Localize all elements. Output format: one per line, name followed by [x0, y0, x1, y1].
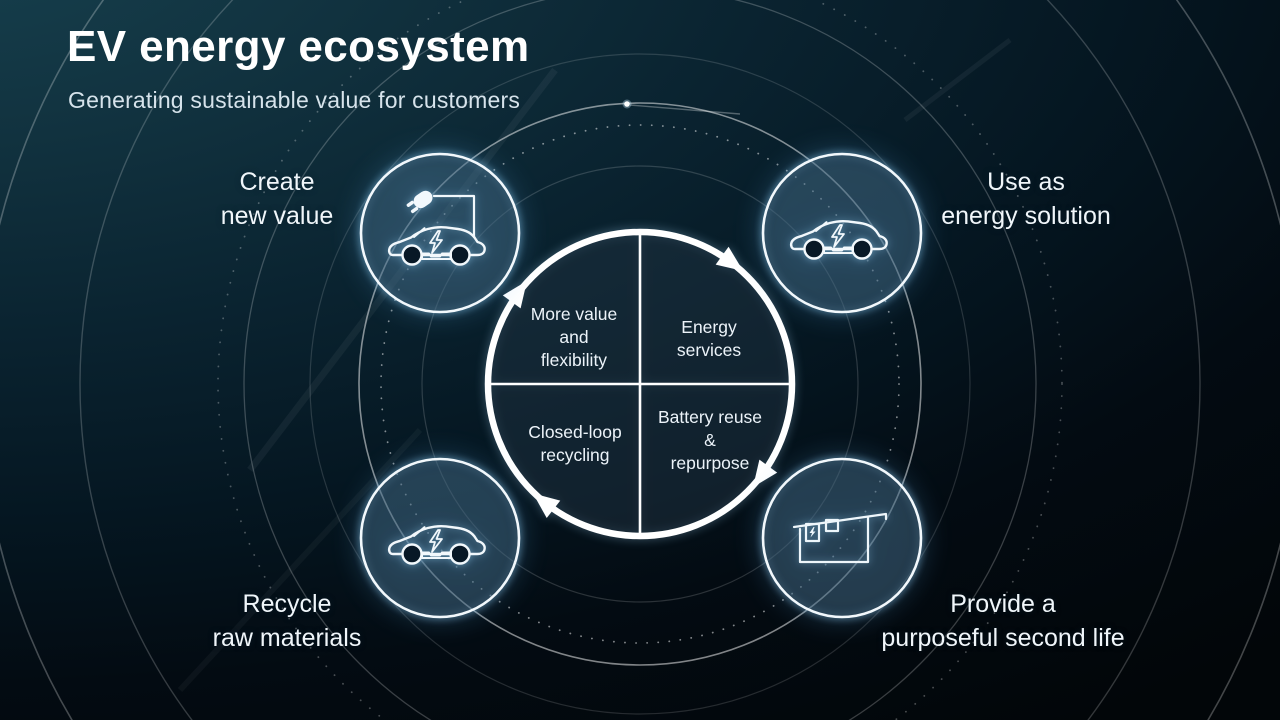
label-line: Battery reuse [657, 407, 763, 427]
cycle-quadrant-label-battery-reuse-repurpose: Battery reuse & repurpose [627, 406, 793, 474]
cycle-arrow [502, 280, 527, 309]
cycle-arrows [502, 246, 778, 519]
cycle-quadrant-label-energy-services: Energy services [629, 316, 789, 362]
page-title: EV energy ecosystem [67, 22, 530, 71]
outer-label-purposeful-second-life: Provide a purposeful second life [833, 588, 1173, 655]
charging-plug-glyph [406, 190, 433, 214]
outer-label-create-new-value: Create new value [157, 166, 397, 233]
label-line: new value [220, 201, 334, 230]
outer-label-use-as-energy-solution: Use as energy solution [866, 166, 1186, 233]
label-line: Use as [987, 168, 1065, 196]
cycle-arrow [753, 459, 778, 488]
label-line: More value [530, 304, 618, 324]
page-subtitle: Generating sustainable value for custome… [68, 87, 521, 113]
cycle-arrow [533, 493, 561, 519]
label-line: Create [239, 168, 315, 196]
home-battery-storage-icon [761, 457, 923, 619]
label-line: services [676, 339, 742, 360]
label-line: Energy [681, 317, 737, 337]
label-line: and [559, 326, 589, 347]
ev-car-battery-icon [359, 457, 521, 619]
battery-bolt-glyph [809, 527, 816, 538]
ev-car-battery-icon [761, 152, 923, 314]
label-line: Provide a [950, 590, 1056, 618]
label-line: recycling [540, 444, 610, 465]
outer-label-recycle-raw-materials: Recycle raw materials [147, 588, 427, 655]
comet-dot [624, 101, 630, 107]
label-line: flexibility [540, 349, 608, 370]
label-line: purposeful second life [881, 623, 1125, 652]
cycle-quadrant-label-closed-loop-recycling: Closed-loop recycling [489, 421, 661, 467]
cycle-quadrant-label-more-value-flexibility: More value and flexibility [489, 303, 659, 371]
label-line: raw materials [212, 623, 362, 652]
ev-car-charging-plug-icon [359, 152, 521, 314]
cycle-ring [484, 228, 796, 540]
label-line: repurpose [670, 452, 750, 473]
label-line: energy solution [941, 201, 1111, 230]
comet-tail [629, 104, 741, 115]
label-line: Closed-loop [528, 422, 622, 442]
label-line: Recycle [242, 590, 332, 618]
cycle-arrow [715, 246, 744, 271]
label-line: & [704, 429, 716, 450]
